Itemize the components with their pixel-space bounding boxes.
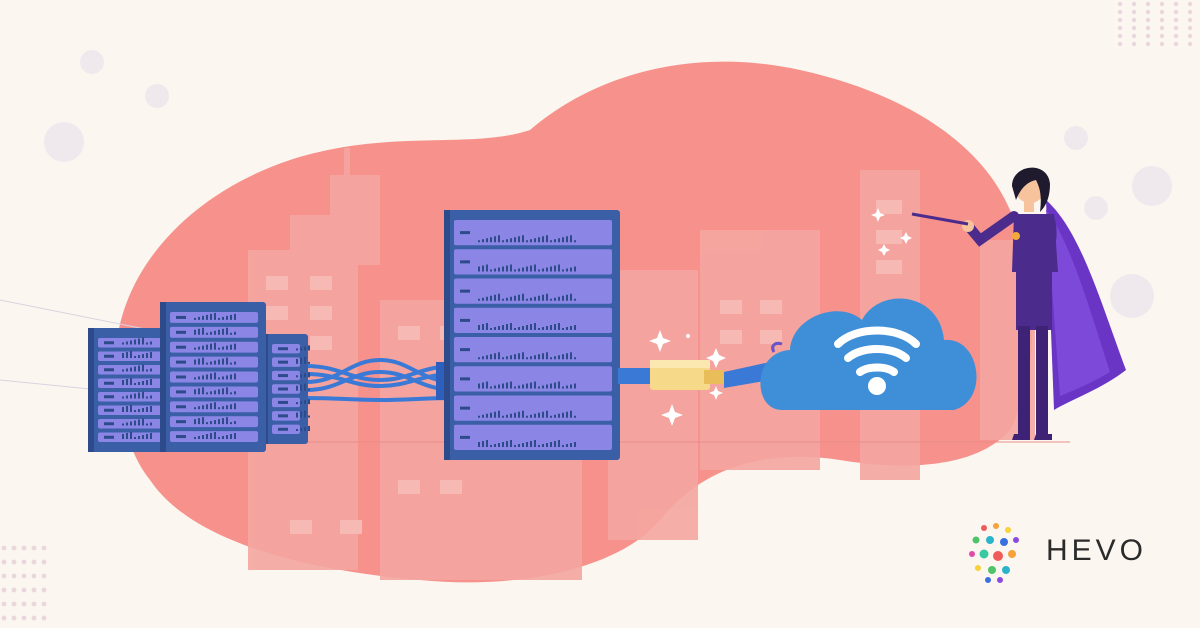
brand-logo: HEVO (964, 520, 1164, 584)
server-rack-icon (88, 328, 178, 452)
server-rack-icon (160, 302, 266, 452)
wizard-woman-illustration (911, 167, 1126, 440)
data-cables-left (305, 357, 457, 403)
brand-name: HEVO (1046, 534, 1148, 567)
decorative-circles (44, 50, 1172, 318)
sparkle-icons (649, 208, 912, 426)
decor-line (0, 299, 151, 331)
dot-grid-top-right (1117, 1, 1193, 47)
server-rack-icon (262, 334, 310, 444)
cloud-cable (618, 360, 770, 390)
server-rack-icon (444, 210, 620, 460)
wifi-cloud-icon (760, 298, 977, 410)
hevo-logo-icon (969, 523, 1019, 583)
dot-grid-bottom-left (1, 545, 47, 621)
server-racks (88, 210, 620, 460)
